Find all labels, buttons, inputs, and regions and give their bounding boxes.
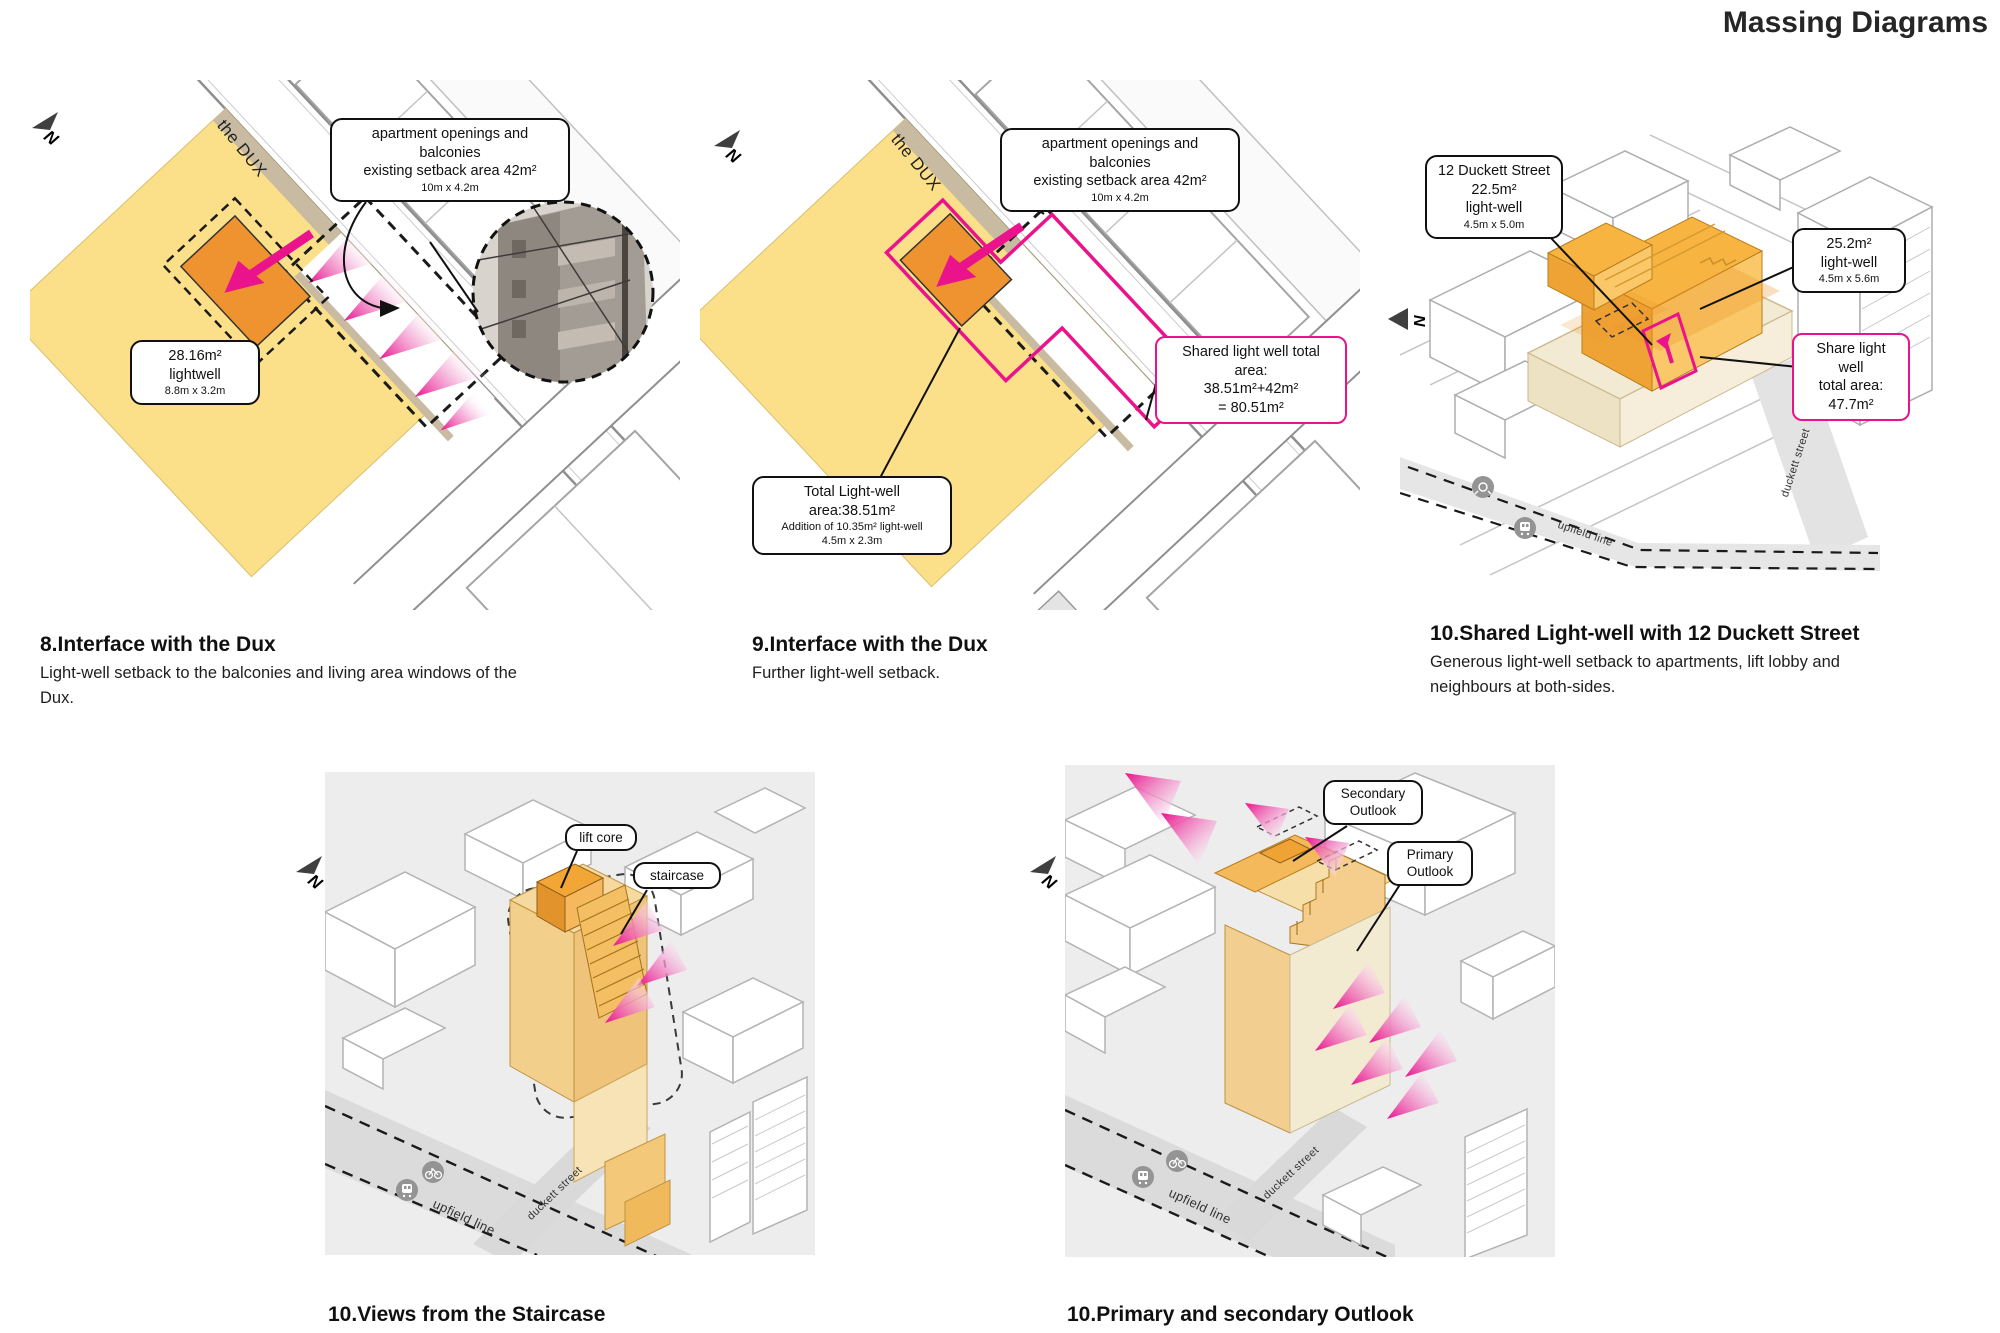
transit-icons	[1132, 1150, 1188, 1188]
diagram-views-from-staircase: upfield line duckett street lift core st…	[325, 772, 815, 1255]
caption-d10: 10.Shared Light-well with 12 Duckett Str…	[1430, 622, 1930, 700]
svg-text:N: N	[1038, 871, 1060, 894]
caption-d9-heading: 9.Interface with the Dux	[752, 633, 988, 656]
upfield-line-surface	[325, 1090, 693, 1255]
transit-icons	[1472, 476, 1536, 539]
lightwell-arrow	[936, 222, 1025, 287]
total-lightwell-label: Total Light-well area:38.51m² Addition o…	[752, 476, 952, 556]
upfield-line-dashed	[1065, 1108, 1390, 1257]
svg-text:N: N	[722, 145, 744, 168]
photo-inset	[471, 200, 655, 384]
lift-core-label: lift core	[565, 824, 637, 852]
lightwell-area-label: 28.16m² lightwell 8.8m x 3.2m	[130, 340, 260, 406]
north-arrow-d8: N	[28, 108, 74, 157]
upfield-line-dashed	[325, 1104, 657, 1255]
facade-floor-lines	[711, 1094, 806, 1201]
svg-text:N: N	[40, 127, 62, 150]
caption-d9-body: Further light-well setback.	[752, 664, 940, 682]
north-arrow-d10: N	[1386, 306, 1430, 337]
leader-lines	[1292, 825, 1402, 952]
central-building	[507, 863, 683, 1247]
view-triangles	[605, 900, 687, 1023]
shared-lightwell-total-label: Shared light well total area: 38.51m²+42…	[1155, 336, 1347, 425]
caption-d10-heading: 10.Shared Light-well with 12 Duckett Str…	[1430, 622, 1860, 645]
duckett-street-surface	[1752, 353, 1868, 561]
facade-floor-lines	[1466, 1124, 1526, 1234]
north-arrow-d11: N	[292, 852, 338, 901]
duckett-lightwell-label: 12 Duckett Street 22.5m² light-well 4.5m…	[1425, 155, 1563, 239]
caption-d8-heading: 8.Interface with the Dux	[40, 633, 276, 656]
diagram-9-interface-with-dux: the DUX apartment openings and balconies…	[700, 80, 1360, 610]
upfield-line-surface	[1065, 1095, 1395, 1257]
lightwell-dashed-outline	[161, 196, 330, 367]
primary-outlook-triangles	[1315, 961, 1457, 1119]
svg-text:N: N	[1412, 315, 1429, 327]
svg-text:N: N	[304, 871, 326, 894]
north-arrow-d12: N	[1026, 852, 1072, 901]
north-arrow-d9: N	[710, 126, 756, 175]
leader-arrowhead	[380, 300, 400, 317]
diagram-10-shared-lightwell: upfield line duckett street 12 Duckett S…	[1400, 95, 1960, 610]
caption-d8-body: Light-well setback to the balconies and …	[40, 664, 517, 707]
caption-d11-heading: 10.Views from the Staircase	[328, 1303, 606, 1326]
caption-d11: 10.Views from the Staircase	[328, 1303, 605, 1327]
cross-street	[353, 242, 680, 610]
caption-d10-body: Generous light-well setback to apartment…	[1430, 653, 1840, 696]
caption-d12-heading: 10.Primary and secondary Outlook	[1067, 1303, 1414, 1326]
apartment-openings-label: apartment openings and balconies existin…	[1000, 128, 1240, 212]
orange-massing	[1526, 216, 1794, 448]
apartment-openings-label: apartment openings and balconies existin…	[330, 118, 570, 202]
upfield-line-surface	[1400, 457, 1880, 571]
secondary-outlook-triangles	[1125, 773, 1349, 877]
caption-d12: 10.Primary and secondary Outlook	[1067, 1303, 1414, 1327]
duckett-street-surface	[1215, 1107, 1367, 1241]
staircase-label: staircase	[633, 862, 721, 890]
page-title: Massing Diagrams	[1722, 6, 1988, 39]
site-massing-yellow	[700, 118, 1152, 588]
caption-d9: 9.Interface with the Dux Further light-w…	[752, 633, 1192, 686]
secondary-outlook-label: Secondary Outlook	[1323, 780, 1423, 825]
caption-d8: 8.Interface with the Dux Light-well setb…	[40, 633, 540, 711]
diagram-12-illustration	[1065, 765, 1555, 1257]
lightwell-arrow	[224, 229, 315, 293]
primary-outlook-label: Primary Outlook	[1387, 841, 1473, 886]
diagram-8-interface-with-dux: the DUX apartment openings and balconies…	[30, 80, 680, 610]
transit-icons	[396, 1161, 444, 1201]
light-arrows-triangles	[308, 229, 495, 431]
shared-lightwell-pink-outline	[1641, 311, 1698, 391]
leader-lines	[1549, 236, 1799, 368]
diagram-primary-secondary-outlook: upfield line duckett street Secondary Ou…	[1065, 765, 1555, 1257]
share-lightwell-total-label: Share light well total area: 47.7m²	[1792, 333, 1910, 422]
dux-street-surface	[102, 80, 680, 555]
leader-lines	[560, 850, 648, 935]
lightwell-252-label: 25.2m² light-well 4.5m x 5.6m	[1792, 228, 1906, 294]
